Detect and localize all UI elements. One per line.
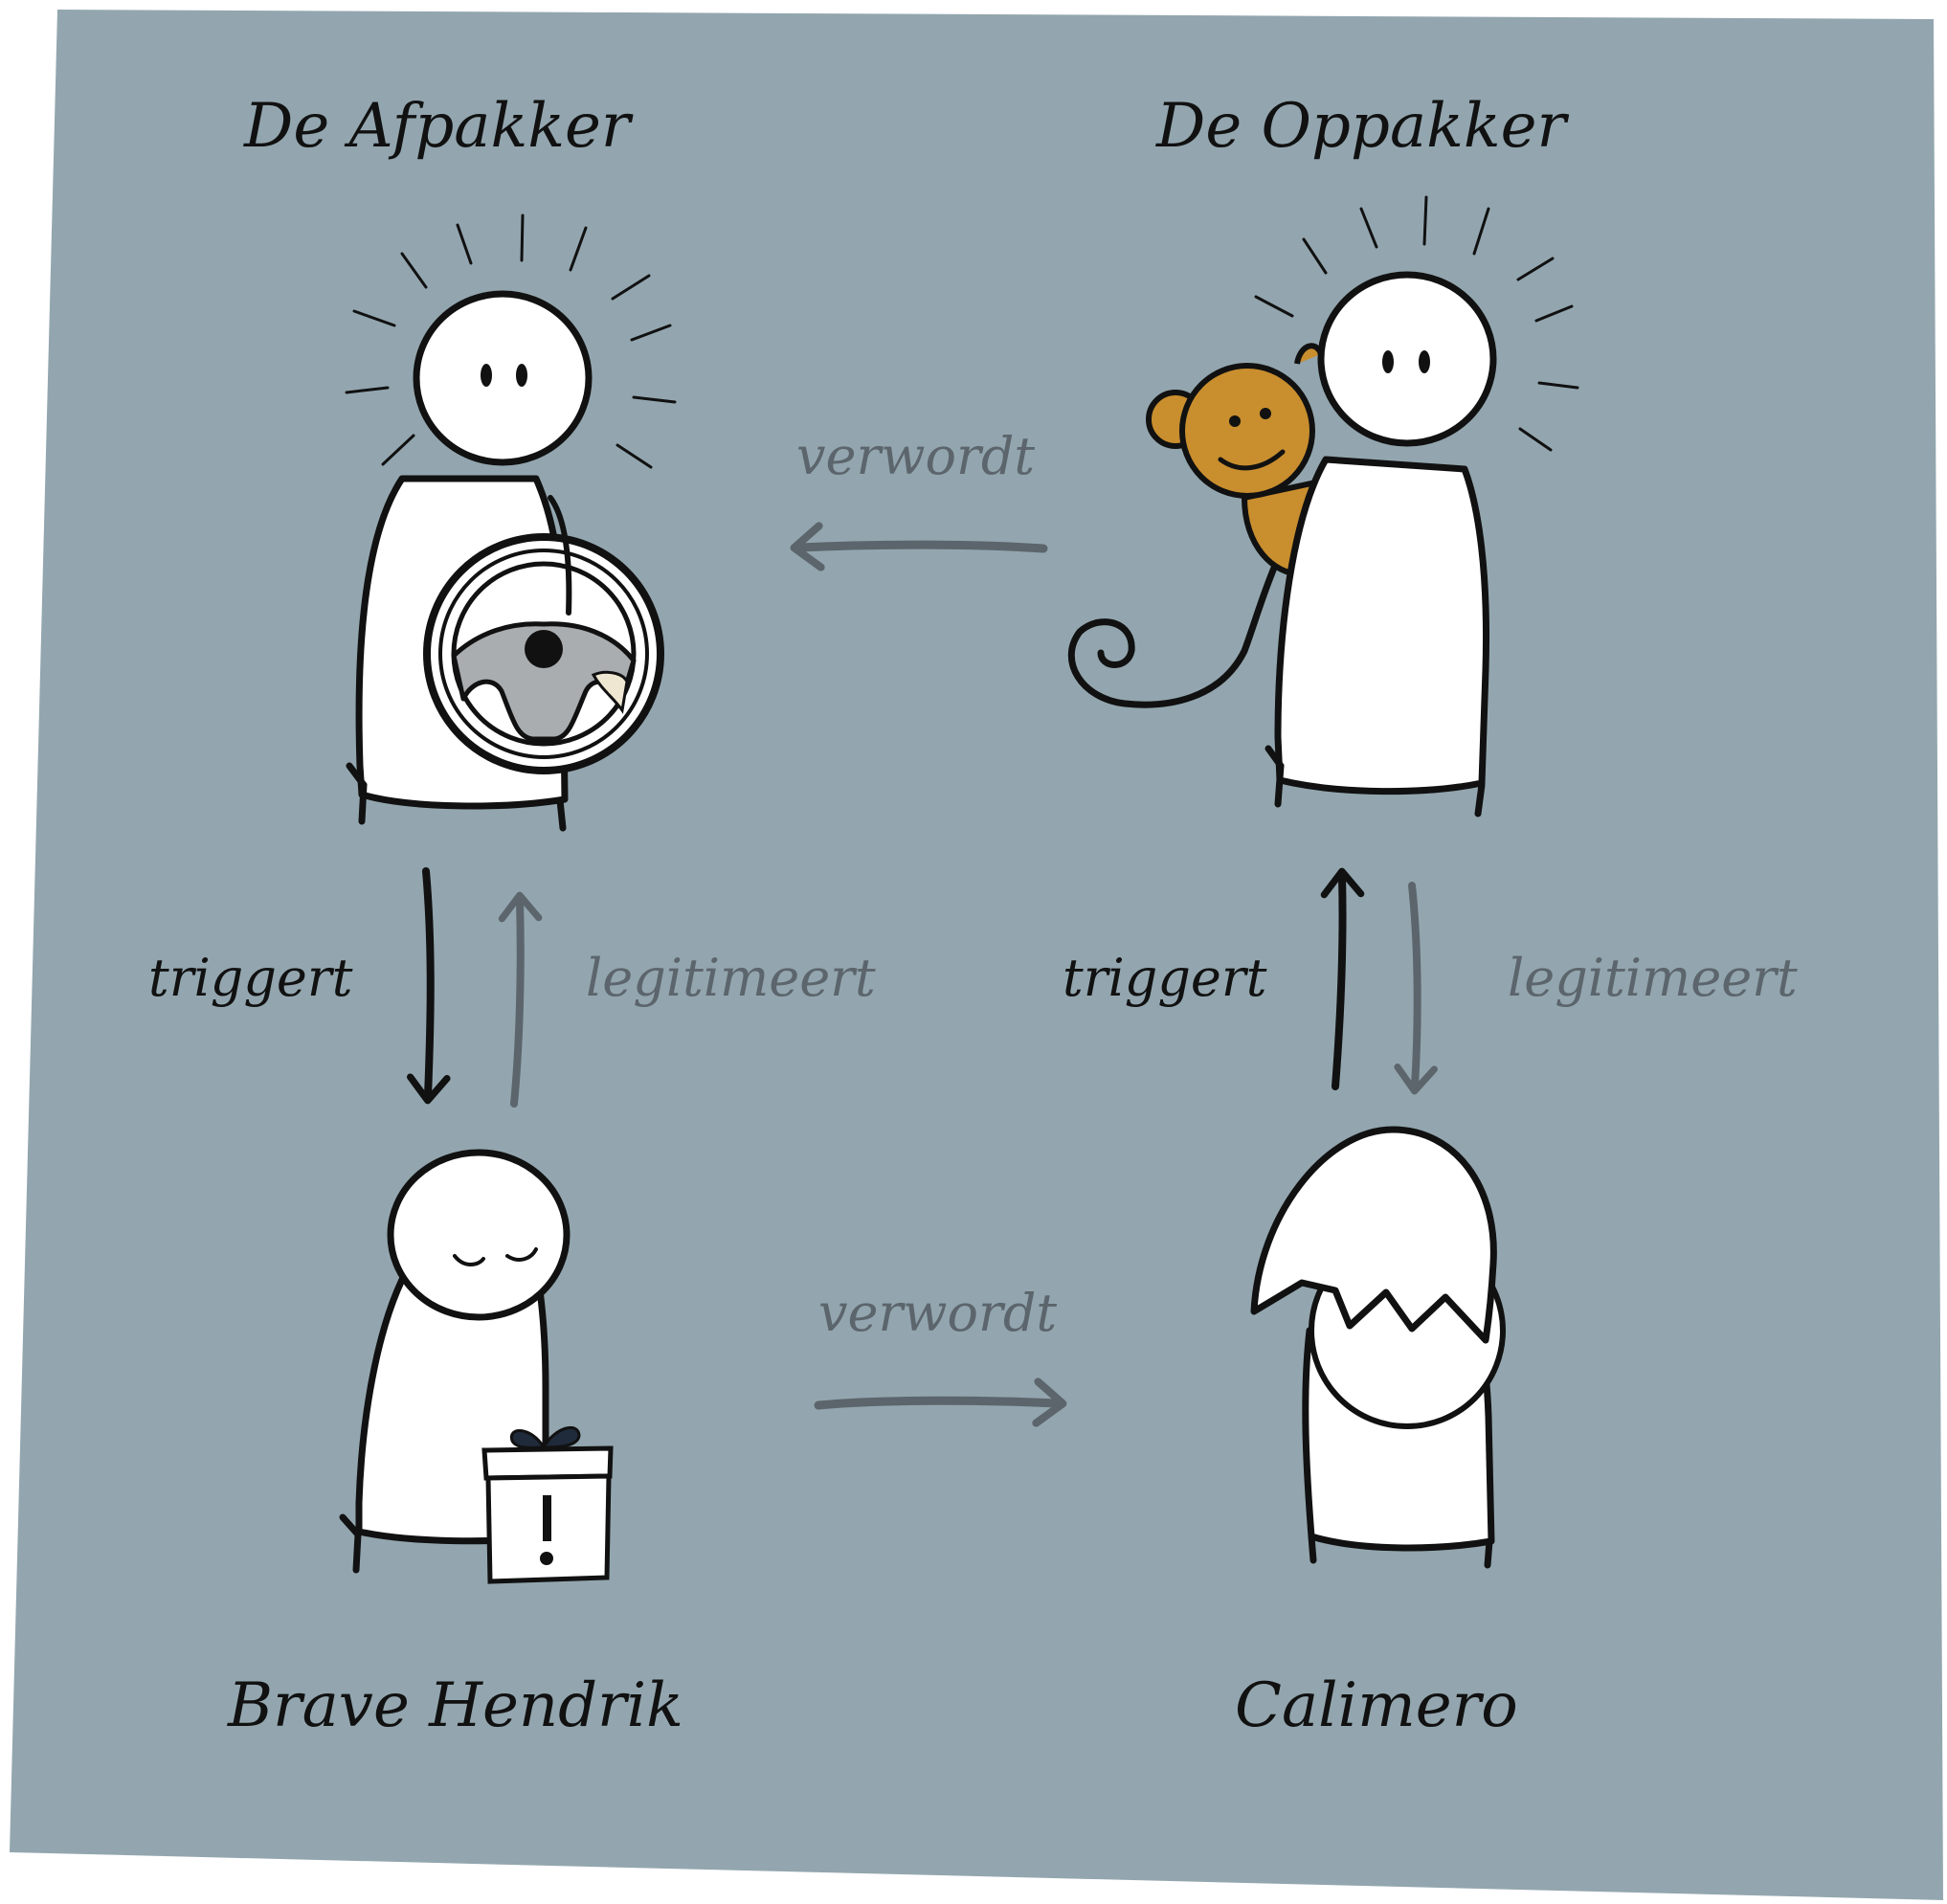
afpakker-figure [345,213,677,832]
hendrik-head [387,1149,571,1321]
top-verwordt-label: verwordt [796,426,1036,486]
calimero-figure [1250,1126,1506,1569]
oppakker-head [1317,271,1497,447]
gift-box-icon [481,1426,614,1584]
bottom-verwordt-label: verwordt [818,1283,1058,1343]
oppakker-figure [1067,195,1579,818]
eggshell-icon [1250,1126,1497,1344]
brave-hendrik-label: Brave Hendrik [228,1670,683,1741]
brave-hendrik-figure [339,1149,614,1584]
arrow-left-legitimeert [498,891,543,1108]
right-triggert-label: triggert [1063,948,1267,1008]
arrow-right-triggert [1320,867,1365,1090]
afpakker-label: De Afpakker [244,91,631,162]
steering-wheel-icon [423,533,664,774]
calimero-label: Calimero [1235,1670,1518,1741]
left-triggert-label: triggert [148,948,353,1008]
right-legitimeert-label: legitimeert [1508,948,1798,1008]
arrow-bottom-verwordt [814,1378,1067,1427]
arrow-right-legitimeert [1394,882,1438,1095]
oppakker-label: De Oppakker [1156,91,1567,162]
arrow-left-triggert [406,867,451,1105]
arrow-top-verwordt [790,522,1048,571]
afpakker-head [413,290,593,466]
oppakker-body [1274,456,1490,795]
radiance-lines [345,213,677,469]
left-legitimeert-label: legitimeert [586,948,876,1008]
